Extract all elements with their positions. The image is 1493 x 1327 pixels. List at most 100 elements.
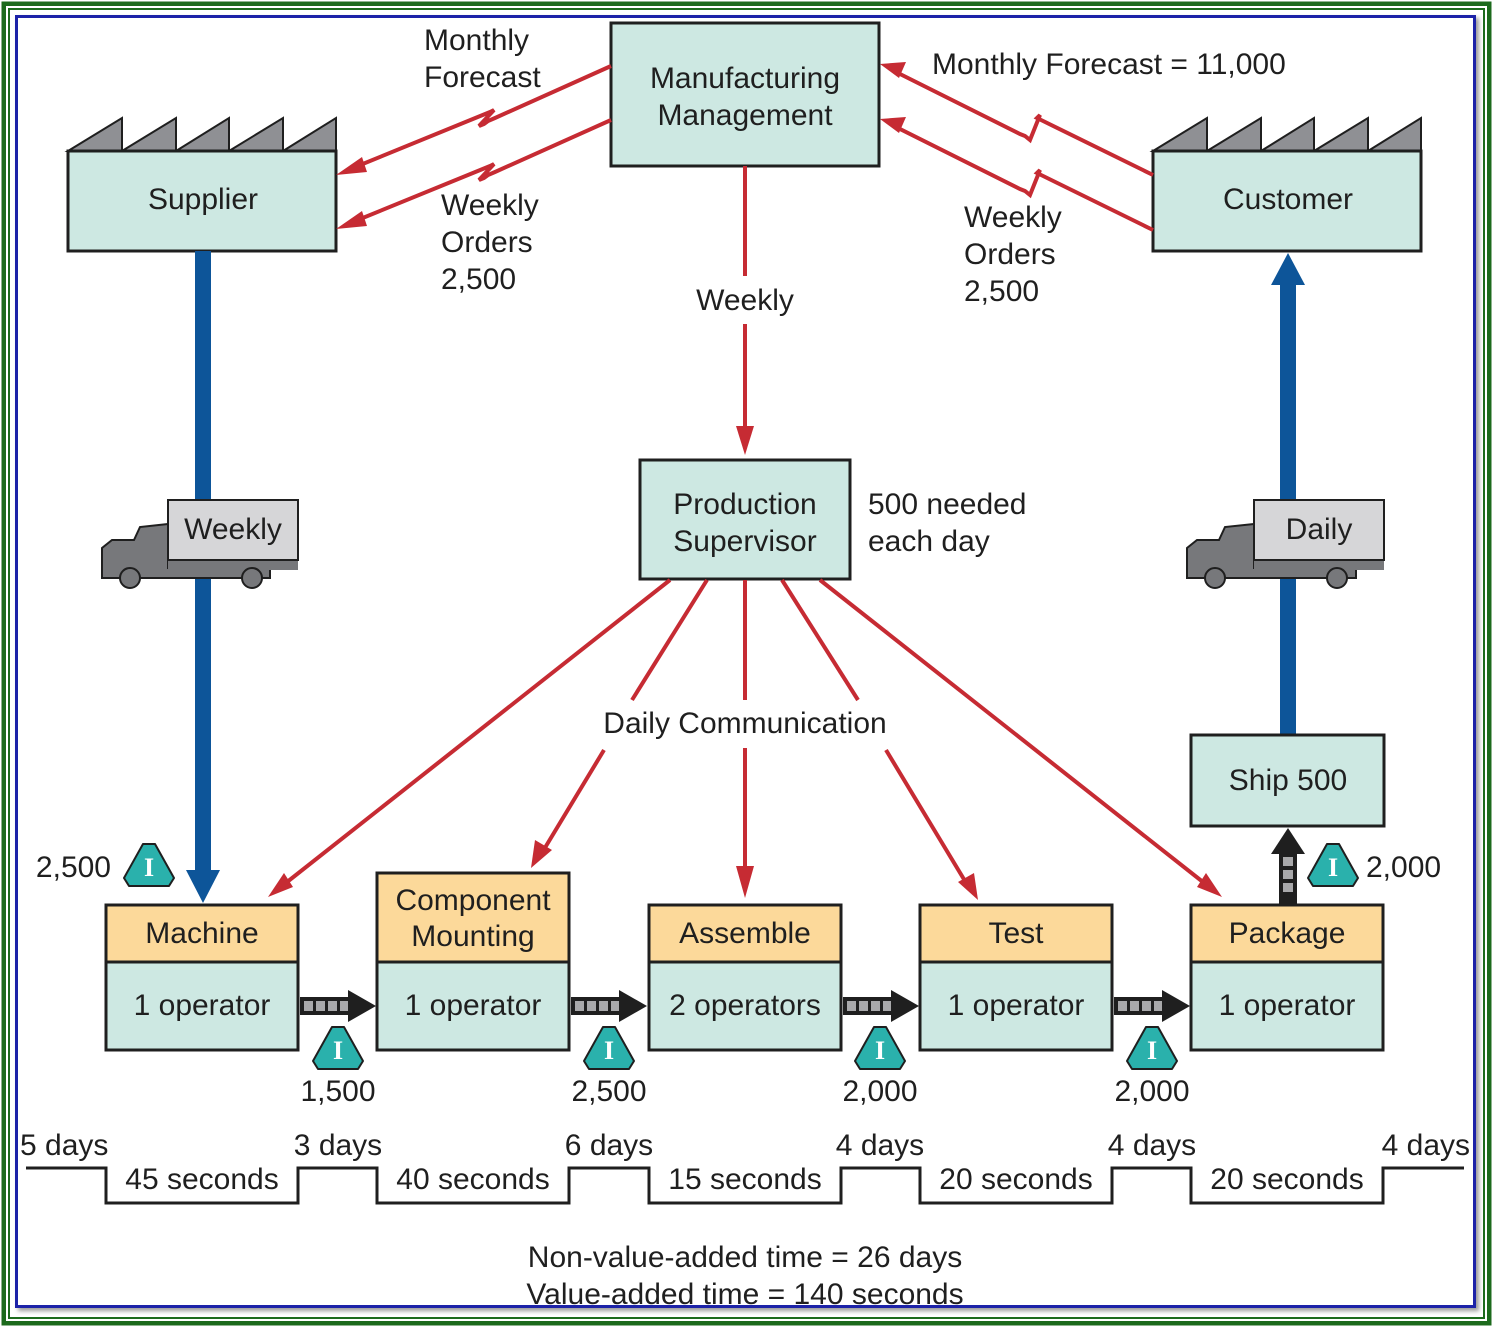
weekly-orders-supplier-line1: Weekly [441,189,539,222]
process-data-box [104,960,300,1052]
process-operators: 2 operators [669,989,821,1022]
value-added-summary: Value-added time = 140 seconds [526,1278,963,1311]
electronic-info-arrow-orders-from-customer [880,117,1154,232]
inventory-letter: I [604,1036,614,1065]
weekly-orders-supplier-line2: Orders [441,226,533,259]
daily-need-note-line2: each day [868,525,990,558]
info-arrow-mgmt-to-supervisor [736,166,754,455]
factory-roof-icon [1149,116,1422,152]
customer-factory: Customer [1149,116,1423,253]
process-name: Mounting [411,920,534,953]
customer-label: Customer [1223,183,1353,216]
inventory-triangle-icon [1307,843,1359,887]
inventory-triangle-icon [123,843,175,887]
inventory-marker: I 1,500 [300,1026,376,1108]
inventory-quantity: 2,000 [842,1075,917,1108]
truck-icon-weekly: Weekly [101,499,299,589]
supervisor-label-line1: Production [673,488,816,521]
wait-time-label: 3 days [294,1129,382,1162]
process-operators: 1 operator [405,989,542,1022]
process-operators: 1 operator [134,989,271,1022]
process-operators: 1 operator [948,989,1085,1022]
timeline-ladder [26,1166,1464,1205]
daily-comm-arrow-assemble [736,580,754,898]
weekly-orders-supplier-line3: 2,500 [441,263,516,296]
weekly-schedule-label: Weekly [696,284,794,317]
process-name-header [918,903,1114,964]
daily-comm-arrow-component [531,578,709,868]
shipping-box: Ship 500 [1189,733,1386,828]
inventory-quantity: 1,500 [300,1075,375,1108]
inventory-marker: I 2,000 [1307,843,1441,887]
inventory-marker: I 2,500 [571,1026,647,1108]
process-data-box [375,960,571,1052]
inventory-marker: I 2,000 [842,1026,918,1108]
daily-communication-label: Daily Communication [603,707,886,740]
monthly-forecast-label-line1: Monthly [424,24,529,57]
weekly-orders-customer-line1: Weekly [964,201,1062,234]
supplier-label: Supplier [148,183,258,216]
inventory-marker: I 2,500 [36,843,175,887]
process-data-box [1189,960,1385,1052]
inventory-letter: I [144,853,154,882]
customer-forecast-label: Monthly Forecast = 11,000 [932,48,1286,81]
process-name: Assemble [679,917,811,950]
push-arrow [1114,990,1190,1022]
process-time-label: 20 seconds [1210,1163,1363,1196]
inbound-frequency-label: Weekly [184,513,282,546]
weekly-orders-customer-line3: 2,500 [964,275,1039,308]
push-arrow [843,990,919,1022]
process-box: Machine 1 operator [104,903,300,1052]
daily-comm-arrow-test [780,578,978,900]
inventory-quantity: 2,500 [36,851,111,884]
process-name: Machine [145,917,258,950]
inventory-quantity: 2,000 [1114,1075,1189,1108]
process-time-label: 40 seconds [396,1163,549,1196]
wait-time-label: 4 days [836,1129,924,1162]
electronic-info-arrow-orders-to-supplier [336,118,612,229]
push-arrow [300,990,376,1022]
inventory-triangle-icon [583,1026,635,1070]
inventory-triangle-icon [1126,1026,1178,1070]
process-operators: 1 operator [1219,989,1356,1022]
ship-label: Ship 500 [1229,764,1347,797]
inventory-quantity: 2,000 [1366,851,1441,884]
process-time-label: 15 seconds [668,1163,821,1196]
inventory-triangle-icon [312,1026,364,1070]
daily-need-note-line1: 500 needed [868,488,1027,521]
process-name-header [647,903,843,964]
inventory-marker: I 2,000 [1114,1026,1190,1108]
wait-time-label: 5 days [20,1129,108,1162]
wait-time-label: 4 days [1382,1129,1470,1162]
push-arrow [571,990,647,1022]
process-time-label: 45 seconds [125,1163,278,1196]
daily-comm-arrow-machine [268,578,672,897]
process-time-label: 20 seconds [939,1163,1092,1196]
process-box: Assemble 2 operators [647,903,843,1052]
inventory-quantity: 2,500 [571,1075,646,1108]
production-supervisor-box: Production Supervisor [638,458,852,581]
daily-comm-arrow-package [818,578,1222,897]
process-name: Component [395,884,551,917]
process-name: Test [988,917,1044,950]
process-data-box [918,960,1114,1052]
outbound-frequency-label: Daily [1286,513,1353,546]
inventory-letter: I [333,1036,343,1065]
wait-time-label: 6 days [565,1129,653,1162]
monthly-forecast-label-line2: Forecast [424,61,541,94]
push-arrow-package-to-ship [1271,828,1305,905]
inventory-letter: I [875,1036,885,1065]
electronic-info-arrow-forecast-from-customer [880,62,1154,177]
process-data-box [647,960,843,1052]
process-box: Test 1 operator [918,903,1114,1052]
inventory-letter: I [1328,853,1338,882]
process-name-header [375,871,571,964]
inventory-letter: I [1147,1036,1157,1065]
manufacturing-management-box: Manufacturing Management [609,21,881,168]
supervisor-label-line2: Supervisor [673,525,816,558]
truck-icon-daily: Daily [1186,499,1385,589]
electronic-info-arrow-forecast-to-supplier [336,64,612,175]
non-value-added-summary: Non-value-added time = 26 days [528,1241,962,1274]
